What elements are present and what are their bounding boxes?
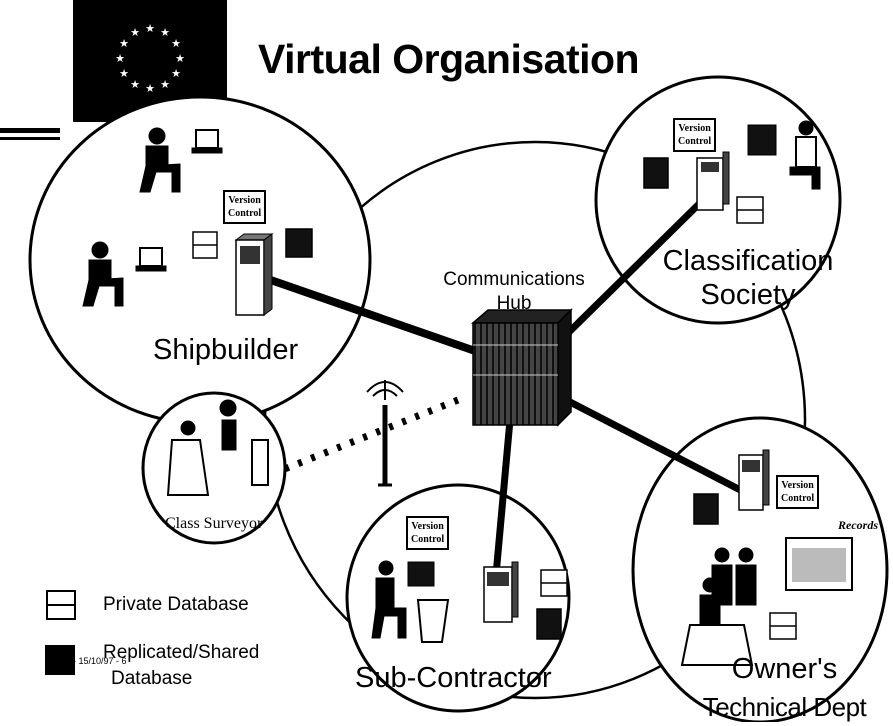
records-label: Records — [838, 518, 878, 532]
owners-label-line1: Owner's — [731, 653, 838, 685]
version-control-line2: Control — [678, 136, 712, 147]
owners-label: Owner's Technical Dept — [676, 650, 893, 726]
version-control-line2: Control — [411, 534, 445, 545]
classification-label-line2: Society — [700, 279, 796, 311]
version-control-line1: Version — [411, 521, 444, 532]
version-control-box-subcontractor: Version Control — [406, 516, 450, 550]
person-at-computer-icon — [82, 120, 853, 666]
eu-flag-icon: ★★★ ★★★ ★★★ ★★★ — [73, 0, 227, 122]
svg-text:★: ★ — [130, 26, 140, 39]
svg-text:★: ★ — [115, 52, 125, 65]
version-control-line1: Version — [678, 123, 711, 134]
svg-text:★: ★ — [145, 22, 155, 35]
version-control-box-classification: Version Control — [673, 118, 717, 152]
version-control-box-owners: Version Control — [776, 475, 820, 509]
version-control-line2: Control — [228, 208, 262, 219]
subcontractor-circle — [345, 483, 571, 713]
svg-text:★: ★ — [171, 37, 181, 50]
hub-label-line2: Hub — [496, 293, 532, 314]
owners-label-line2: Technical Dept — [702, 692, 867, 722]
version-control-box-shipbuilder: Version Control — [223, 190, 267, 224]
classification-server — [696, 151, 730, 211]
svg-text:★: ★ — [175, 52, 185, 65]
svg-text:★: ★ — [130, 78, 140, 91]
legend-private-swatch — [46, 590, 76, 620]
svg-text:★: ★ — [160, 26, 170, 39]
shipbuilder-label: Shipbuilder — [153, 334, 299, 366]
svg-text:★: ★ — [160, 78, 170, 91]
hub-label-line1: Communications — [443, 269, 585, 290]
header-rule — [0, 128, 60, 140]
legend-replicated-swatch — [45, 645, 75, 675]
version-control-line1: Version — [781, 480, 814, 491]
class-surveyor-label: Class Surveyor — [165, 515, 263, 532]
hub-label: Communications Hub — [430, 268, 598, 316]
shipbuilder-server — [234, 233, 274, 316]
subcontractor-label: Sub-Contractor — [355, 662, 552, 694]
server-rack-icon — [470, 308, 573, 427]
database-icon — [192, 157, 797, 640]
legend-replicated-line1: Replicated/Shared — [103, 642, 260, 663]
svg-text:★: ★ — [119, 37, 129, 50]
radio-tower-icon — [366, 380, 404, 487]
subcontractor-server — [483, 561, 519, 623]
svg-text:★: ★ — [119, 67, 129, 80]
version-control-line1: Version — [228, 195, 261, 206]
classification-label-line1: Classification — [662, 245, 834, 277]
hub-links — [258, 201, 754, 579]
owners-server — [738, 449, 770, 511]
version-control-line2: Control — [781, 493, 815, 504]
page-title: Virtual Organisation — [258, 36, 640, 82]
legend-replicated-line2: Database — [111, 668, 193, 689]
footer-code: - 15/10/97 - 6 — [73, 656, 127, 666]
svg-text:★: ★ — [145, 82, 155, 95]
legend-replicated-label: Replicated/Shared Database — [103, 640, 259, 692]
svg-text:★: ★ — [171, 67, 181, 80]
legend-private-label: Private Database — [103, 594, 249, 615]
classification-label: Classification Society — [658, 244, 838, 312]
wireless-link — [280, 396, 460, 474]
